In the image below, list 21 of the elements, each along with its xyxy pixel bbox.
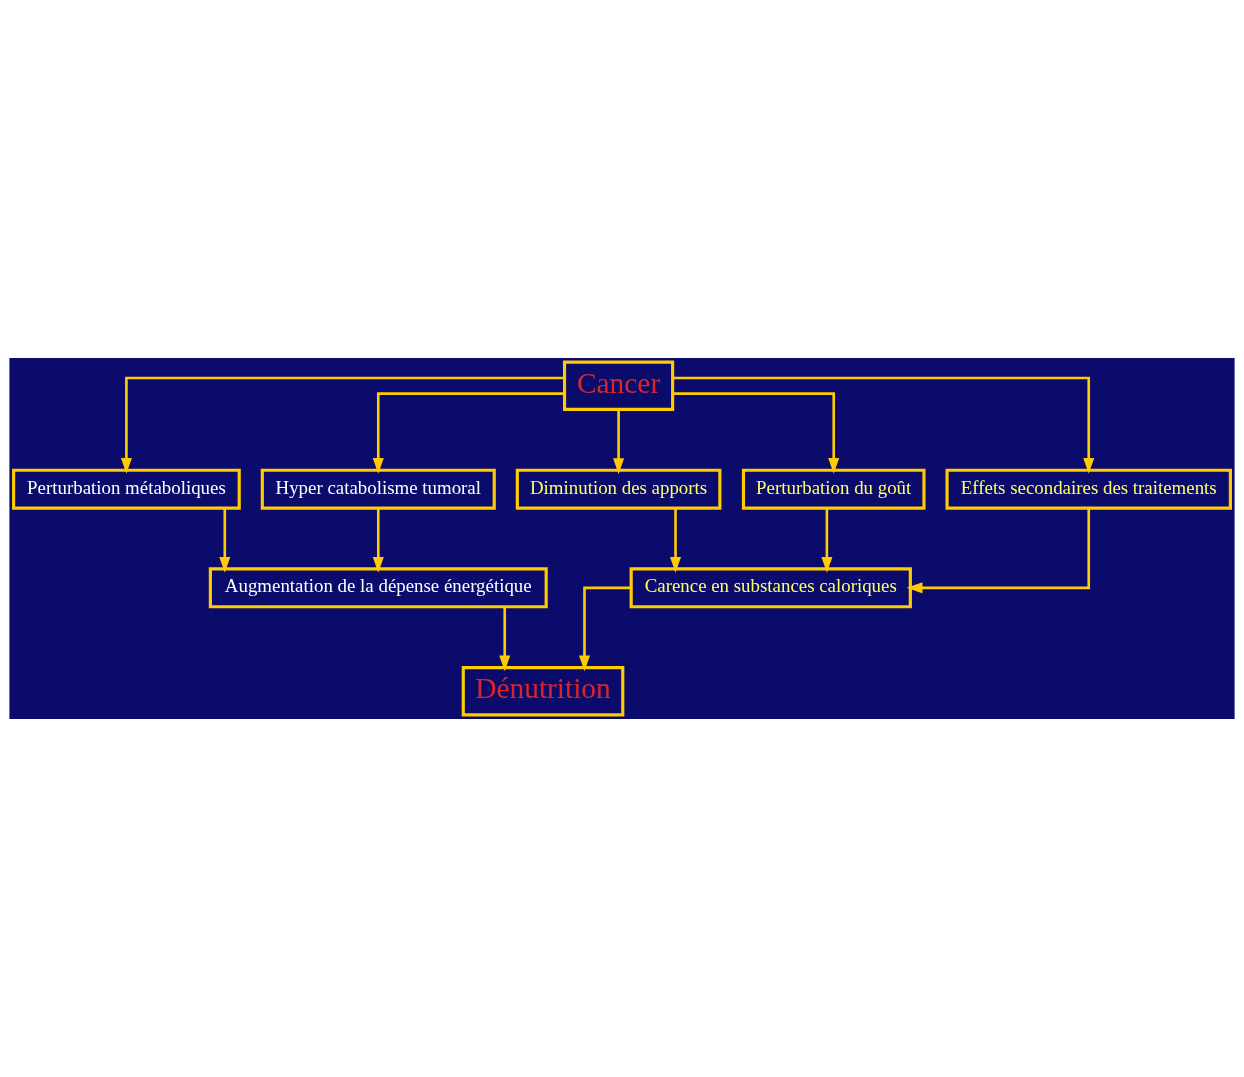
node-box: Diminution des apports <box>515 468 722 510</box>
arrow <box>673 376 1095 474</box>
arrow <box>372 392 565 474</box>
node-box: Effets secondaires des traitements <box>945 468 1232 510</box>
arrow <box>219 508 231 573</box>
node-box: Hyper catabolisme tumoral <box>260 468 496 510</box>
node-box: Perturbation métaboliques <box>12 468 241 510</box>
arrow <box>613 409 625 475</box>
arrow <box>672 392 840 474</box>
arrow <box>821 508 833 573</box>
arrow <box>120 376 565 474</box>
arrow <box>372 508 384 573</box>
arrow <box>906 508 1091 594</box>
node-box: Augmentation de la dépense énergétique <box>208 567 548 609</box>
node-box: Dénutrition <box>461 666 625 717</box>
node-box: Cancer <box>562 360 675 411</box>
node-box: Perturbation du goût <box>741 468 926 510</box>
arrow <box>499 606 511 672</box>
arrow <box>670 508 682 573</box>
arrow <box>578 586 631 672</box>
node-box: Carence en substances caloriques <box>629 567 912 609</box>
